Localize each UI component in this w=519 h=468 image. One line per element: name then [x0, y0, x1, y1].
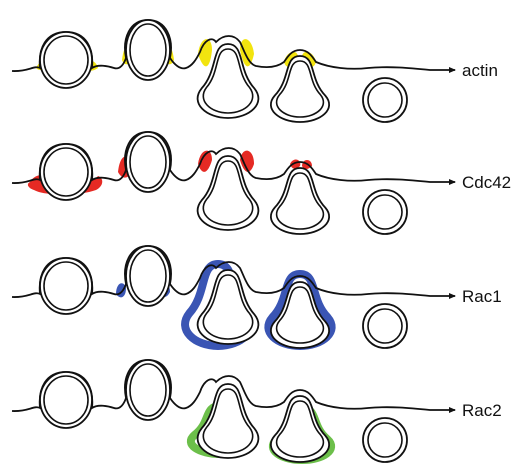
- phagosome-outer: [271, 282, 329, 348]
- row-rac1: Rac1: [12, 246, 502, 348]
- particle-outer: [126, 246, 170, 306]
- row-label: Cdc42: [462, 173, 511, 192]
- free-phagosome-outer: [363, 190, 407, 234]
- membrane-layer: [12, 246, 455, 348]
- particle-outer: [40, 258, 92, 314]
- free-phagosome-outer: [363, 78, 407, 122]
- particle-outer: [126, 20, 170, 80]
- row-label: actin: [462, 61, 498, 80]
- particle-outer: [40, 32, 92, 88]
- particle-outer: [40, 372, 92, 428]
- free-phagosome-outer: [363, 418, 407, 462]
- row-actin: actin: [12, 20, 498, 122]
- phagosome-outer: [271, 56, 329, 122]
- phagosome-outer: [271, 396, 329, 462]
- free-phagosome-outer: [363, 304, 407, 348]
- row-label: Rac2: [462, 401, 502, 420]
- particle-outer: [126, 132, 170, 192]
- membrane-layer: [12, 20, 455, 122]
- membrane-layer: [12, 360, 455, 462]
- row-label: Rac1: [462, 287, 502, 306]
- particle-outer: [126, 360, 170, 420]
- row-cdc42: Cdc42: [12, 132, 511, 234]
- phagosome-outer: [271, 168, 329, 234]
- phagosome-outer: [198, 384, 259, 458]
- membrane-layer: [12, 132, 455, 234]
- row-rac2: Rac2: [12, 360, 502, 462]
- staining-blob: [116, 283, 126, 297]
- particle-outer: [40, 144, 92, 200]
